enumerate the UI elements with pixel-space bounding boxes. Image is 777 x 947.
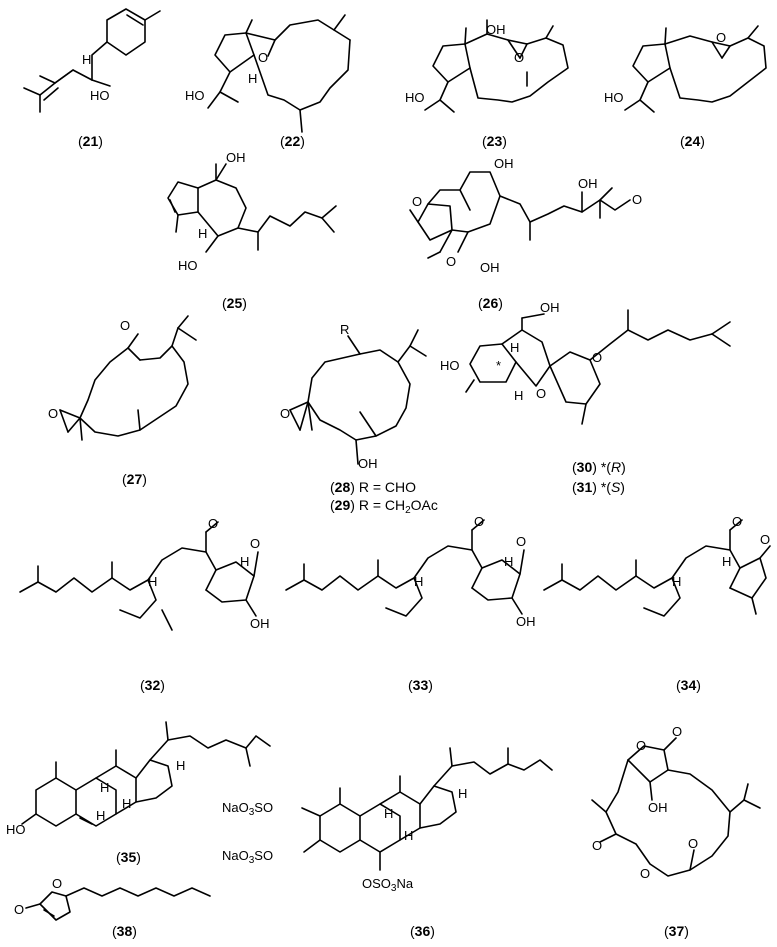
atom-label-o: O bbox=[446, 254, 456, 269]
atom-label-o: O bbox=[412, 194, 422, 209]
atom-label-o: O bbox=[516, 534, 526, 549]
atom-label-ho: HO bbox=[440, 358, 460, 373]
atom-label-h: H bbox=[384, 806, 393, 821]
structure-21: H HO (21) bbox=[23, 8, 161, 149]
atom-label-o: O bbox=[208, 516, 218, 531]
atom-label-o: O bbox=[280, 406, 290, 421]
atom-label-oh: OH bbox=[358, 456, 378, 471]
atom-label-h: H bbox=[404, 828, 413, 843]
atom-label-ho: HO bbox=[185, 88, 205, 103]
atom-label-o: O bbox=[258, 50, 268, 65]
structure-35: HO H H H H (35) bbox=[6, 721, 271, 865]
atom-label-ho: HO bbox=[90, 88, 110, 103]
atom-label-h: H bbox=[510, 340, 519, 355]
atom-label-oh: OH bbox=[578, 176, 598, 191]
caption-32: (32) bbox=[140, 677, 165, 693]
atom-label-o: O bbox=[52, 876, 62, 891]
atom-label-h: H bbox=[458, 786, 467, 801]
caption-23: (23) bbox=[482, 133, 507, 149]
atom-label-oh: OH bbox=[486, 22, 506, 37]
atom-label-oh: OH bbox=[480, 260, 500, 275]
structure-30-31: HO * OH H H O O (30) *(R) (31) *(S) bbox=[440, 300, 731, 495]
atom-label-h: H bbox=[96, 808, 105, 823]
atom-label-r: R bbox=[340, 322, 349, 337]
caption-27: (27) bbox=[122, 471, 147, 487]
atom-label-o: O bbox=[14, 902, 24, 917]
atom-label-h: H bbox=[148, 574, 157, 589]
atom-label-o: O bbox=[536, 386, 546, 401]
caption-25: (25) bbox=[222, 295, 247, 311]
structure-25: OH H HO (25) bbox=[167, 150, 337, 311]
atom-label-o: O bbox=[688, 836, 698, 851]
structure-23: OH O HO (23) bbox=[405, 19, 569, 149]
atom-label-h: H bbox=[100, 780, 109, 795]
structure-22: O HO H (22) bbox=[185, 14, 351, 149]
atom-label-h: H bbox=[504, 554, 513, 569]
atom-label-o: O bbox=[632, 192, 642, 207]
atom-label-oh: OH bbox=[250, 616, 270, 631]
caption-29: (29) R = CH2OAc bbox=[330, 497, 438, 516]
atom-label-h: H bbox=[82, 52, 91, 67]
atom-label-ho: HO bbox=[178, 258, 198, 273]
atom-label-oh: OH bbox=[494, 156, 514, 171]
atom-label-h: H bbox=[722, 554, 731, 569]
atom-label-o: O bbox=[592, 350, 602, 365]
atom-label-h: H bbox=[122, 796, 131, 811]
atom-label-h: H bbox=[240, 554, 249, 569]
caption-28: (28) R = CHO bbox=[330, 479, 416, 495]
atom-label-o: O bbox=[120, 318, 130, 333]
atom-label-o: O bbox=[514, 50, 524, 65]
atom-label-o: O bbox=[592, 838, 602, 853]
structure-37: O O OH O O O (37) bbox=[591, 724, 761, 939]
atom-label-oh: OH bbox=[648, 800, 668, 815]
caption-30: (30) *(R) bbox=[572, 459, 626, 475]
atom-label-o: O bbox=[48, 406, 58, 421]
atom-label-star: * bbox=[496, 358, 501, 373]
structure-33: O O H H OH (33) bbox=[285, 514, 536, 693]
caption-35: (35) bbox=[116, 849, 141, 865]
structure-38: O O (38) bbox=[14, 876, 211, 939]
caption-22: (22) bbox=[280, 133, 305, 149]
atom-label-o: O bbox=[640, 866, 650, 881]
atom-label-o: O bbox=[732, 514, 742, 529]
atom-label-h: H bbox=[248, 71, 257, 86]
atom-label-o: O bbox=[636, 738, 646, 753]
structure-26: O OH OH O OH O (26) bbox=[409, 156, 642, 311]
atom-label-h: H bbox=[672, 574, 681, 589]
structure-28-29: R O OH (28) R = CHO (29) R = CH2OAc bbox=[280, 322, 438, 516]
caption-31: (31) *(S) bbox=[572, 479, 625, 495]
atom-label-o: O bbox=[474, 514, 484, 529]
atom-label-o: O bbox=[760, 532, 770, 547]
atom-label-oh: OH bbox=[516, 614, 536, 629]
atom-label-o: O bbox=[250, 536, 260, 551]
atom-label-h: H bbox=[414, 574, 423, 589]
caption-21: (21) bbox=[78, 133, 103, 149]
atom-label-oso3na: OSO3Na bbox=[362, 876, 414, 894]
atom-label-naso3o: NaO3SO bbox=[222, 800, 273, 818]
atom-label-naso3o: NaO3SO bbox=[222, 848, 273, 866]
structure-34: O O H H (34) bbox=[543, 514, 771, 693]
atom-label-o: O bbox=[716, 30, 726, 45]
atom-label-o: O bbox=[672, 724, 682, 739]
structure-24: O HO (24) bbox=[604, 25, 767, 149]
atom-label-oh: OH bbox=[540, 300, 560, 315]
structure-27: O O (27) bbox=[48, 315, 197, 487]
caption-37: (37) bbox=[664, 923, 689, 939]
caption-38: (38) bbox=[112, 923, 137, 939]
atom-label-h: H bbox=[198, 226, 207, 241]
atom-label-oh: OH bbox=[226, 150, 246, 165]
atom-label-ho: HO bbox=[6, 822, 26, 837]
caption-36: (36) bbox=[410, 923, 435, 939]
caption-33: (33) bbox=[408, 677, 433, 693]
structure-36: NaO3SO NaO3SO OSO3Na H H H (36) bbox=[222, 747, 553, 939]
atom-label-ho: HO bbox=[604, 90, 624, 105]
atom-label-ho: HO bbox=[405, 90, 425, 105]
structure-32: H O O H OH (32) bbox=[19, 516, 270, 693]
atom-label-h: H bbox=[176, 758, 185, 773]
caption-34: (34) bbox=[676, 677, 701, 693]
atom-label-h: H bbox=[514, 388, 523, 403]
caption-24: (24) bbox=[680, 133, 705, 149]
caption-26: (26) bbox=[478, 295, 503, 311]
